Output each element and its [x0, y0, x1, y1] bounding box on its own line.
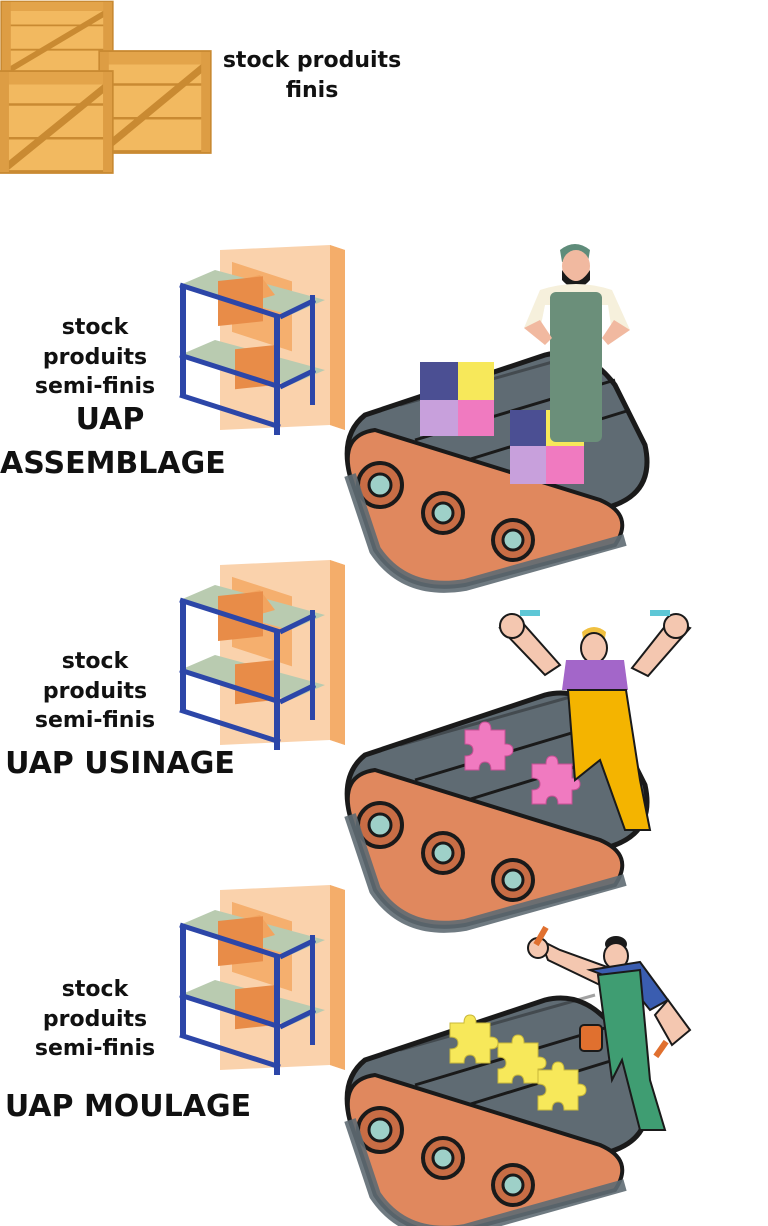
moulage-shelf-icon	[180, 885, 345, 1075]
uap-assemblage-title: UAP ASSEMBLAGE	[0, 402, 226, 481]
assemblage-worker-icon	[524, 244, 630, 442]
finished-stock-label: stock produits finis	[222, 48, 402, 103]
usinage-worker-icon	[498, 610, 692, 831]
uap-moulage-title: UAP MOULAGE	[4, 1089, 252, 1124]
assemblage-stock-label: stock produits semi-finis	[34, 315, 156, 400]
finished-goods-crates-icon	[0, 2, 210, 172]
moulage-stock-label: stock produits semi-finis	[34, 977, 156, 1062]
assemblage-conveyor-icon	[347, 350, 647, 587]
assemblage-shelf-icon	[180, 245, 345, 435]
usinage-stock-label: stock produits semi-finis	[34, 649, 156, 734]
usinage-shelf-icon	[180, 560, 345, 750]
uap-usinage-title: UAP USINAGE	[5, 746, 235, 781]
moulage-worker-icon	[527, 925, 692, 1131]
